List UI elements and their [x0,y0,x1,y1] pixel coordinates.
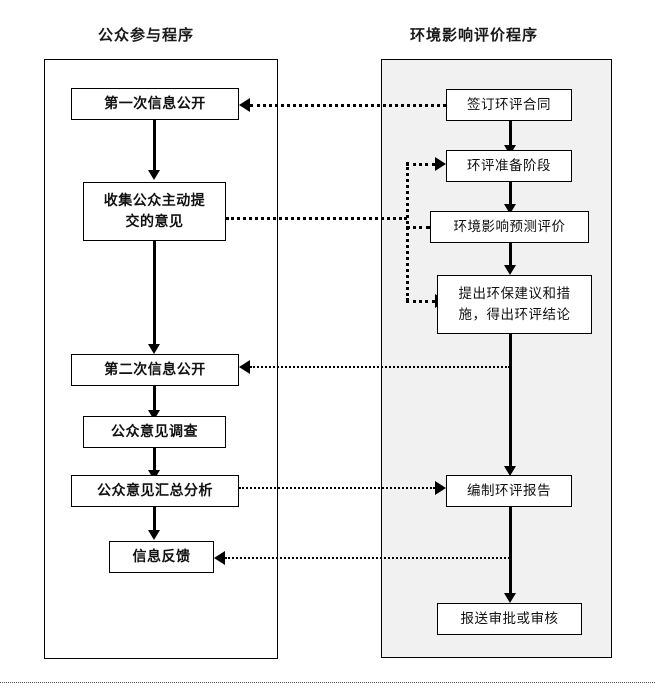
node-eia-preparation-stage[interactable]: 环评准备阶段 [446,150,572,182]
connector-r5-r6 [509,507,512,593]
node-public-opinion-analysis[interactable]: 公众意见汇总分析 [71,475,239,507]
node-label: 公众意见调查 [111,423,198,440]
dotted-l2-trunk [226,217,407,220]
node-label-line1: 提出环保建议和措 [458,286,571,303]
arrowhead-r4-r5 [504,466,516,476]
node-public-opinion-survey[interactable]: 公众意见调查 [83,416,226,448]
node-label: 编制环评报告 [467,482,551,499]
node-first-information-disclosure[interactable]: 第一次信息公开 [71,88,239,120]
arrowhead-l5-l6 [148,530,160,540]
connector-l4-l5 [153,448,156,470]
dotted-r4-to-l3 [250,366,510,368]
arrowhead-r5-r6 [504,593,516,603]
node-compile-eia-report[interactable]: 编制环评报告 [446,475,572,507]
node-label-line1: 收集公众主动提 [103,192,206,209]
arrowhead-r4-to-l3 [239,360,250,374]
connector-l5-l6 [153,507,156,530]
arrowhead-r3-r4 [504,265,516,275]
node-label: 公众意见汇总分析 [97,482,213,499]
node-information-feedback[interactable]: 信息反馈 [109,541,214,573]
node-propose-measures-conclusion[interactable]: 提出环保建议和措 施，得出环评结论 [437,275,592,334]
node-label: 签订环评合同 [467,96,551,113]
dotted-trunk-to-r4 [406,300,435,303]
dotted-trunk-vertical [406,162,409,301]
node-second-information-disclosure[interactable]: 第二次信息公开 [71,354,239,386]
arrowhead-r5-to-l6 [214,551,225,565]
arrowhead-r1-to-l1 [239,98,250,112]
arrowhead-trunk-to-r2 [435,157,446,171]
right-column-panel [381,59,612,658]
dotted-l5-to-r5 [239,487,435,489]
left-column-title: 公众参与程序 [98,26,195,44]
node-label: 第一次信息公开 [104,95,206,112]
node-label-line2: 施，得出环评结论 [458,306,571,323]
node-sign-eia-contract[interactable]: 签订环评合同 [446,89,572,121]
node-label: 环评准备阶段 [467,157,551,174]
node-label: 环境影响预测评价 [453,218,566,235]
node-label: 第二次信息公开 [104,361,206,378]
node-environmental-impact-prediction[interactable]: 环境影响预测评价 [430,211,589,243]
dotted-trunk-to-r2 [406,163,435,166]
connector-r4-r5 [509,334,512,466]
arrowhead-l3-l4 [148,410,160,420]
connector-r3-r4 [509,243,512,265]
arrowhead-l5-to-r5 [435,481,446,495]
right-column-title: 环境影响评价程序 [410,26,539,44]
arrowhead-r2-r3 [504,204,516,214]
connector-l1-l2 [153,120,156,170]
node-label-line2: 交的意见 [125,213,184,230]
connector-l3-l4 [153,386,156,410]
connector-l2-l3 [153,241,156,344]
dotted-r1-to-l1 [250,104,446,107]
node-label: 信息反馈 [132,548,191,565]
dotted-r5-to-l6 [225,557,510,559]
node-collect-public-opinions[interactable]: 收集公众主动提 交的意见 [83,182,226,241]
node-submit-for-approval[interactable]: 报送审批或审核 [437,603,582,635]
dotted-trunk-to-r3 [406,226,430,229]
connector-r2-r3 [509,182,512,204]
page-separator-rule [0,682,655,683]
node-label: 报送审批或审核 [460,610,559,627]
connector-r1-r2 [509,121,512,145]
arrowhead-l2-l3 [148,344,160,354]
arrowhead-l1-l2 [148,170,160,180]
